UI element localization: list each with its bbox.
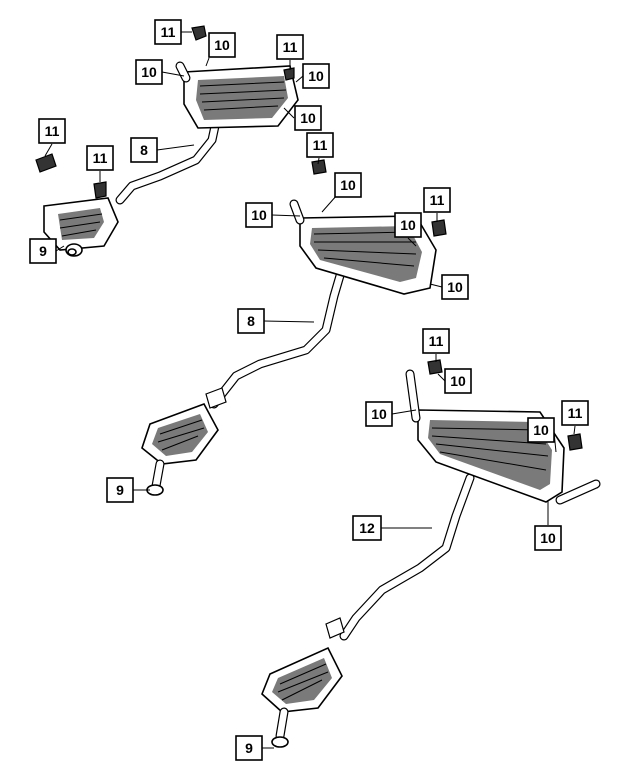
svg-text:10: 10 bbox=[214, 37, 230, 53]
svg-text:11: 11 bbox=[430, 192, 445, 208]
svg-text:10: 10 bbox=[251, 207, 267, 223]
callout-10-i: 10 bbox=[444, 368, 472, 394]
resonator-3 bbox=[261, 646, 343, 748]
svg-text:11: 11 bbox=[568, 405, 583, 421]
callout-8-b: 8 bbox=[237, 308, 265, 334]
callout-12: 12 bbox=[352, 515, 382, 541]
hangers-1 bbox=[35, 25, 327, 199]
svg-text:9: 9 bbox=[39, 243, 47, 259]
resonator-1 bbox=[43, 197, 119, 257]
svg-text:11: 11 bbox=[313, 137, 328, 153]
callout-9-a: 9 bbox=[29, 238, 57, 264]
svg-text:12: 12 bbox=[359, 520, 375, 536]
callout-11-g: 11 bbox=[422, 328, 450, 354]
svg-text:8: 8 bbox=[247, 313, 255, 329]
callout-10-g: 10 bbox=[394, 212, 422, 238]
hangers-2 bbox=[205, 219, 447, 409]
svg-text:9: 9 bbox=[116, 482, 124, 498]
callout-11-c: 11 bbox=[306, 132, 334, 158]
svg-text:10: 10 bbox=[308, 68, 324, 84]
svg-text:10: 10 bbox=[400, 217, 416, 233]
svg-text:11: 11 bbox=[283, 39, 298, 55]
callout-11-b: 11 bbox=[276, 34, 304, 60]
exhaust-assembly-2 bbox=[141, 199, 447, 496]
svg-text:10: 10 bbox=[141, 64, 157, 80]
callout-9-b: 9 bbox=[106, 477, 134, 503]
svg-text:11: 11 bbox=[429, 333, 444, 349]
svg-text:8: 8 bbox=[140, 142, 148, 158]
svg-text:10: 10 bbox=[340, 177, 356, 193]
svg-text:10: 10 bbox=[300, 110, 316, 126]
leader-lines bbox=[44, 31, 576, 749]
callout-10-j: 10 bbox=[365, 401, 393, 427]
svg-text:10: 10 bbox=[533, 422, 549, 438]
callout-10-e: 10 bbox=[334, 172, 362, 198]
callout-11-h: 11 bbox=[561, 400, 589, 426]
callout-11-a: 11 bbox=[154, 19, 182, 45]
svg-text:9: 9 bbox=[245, 740, 253, 756]
hangers-3 bbox=[325, 359, 583, 639]
callout-10-b: 10 bbox=[135, 59, 163, 85]
callout-10-c: 10 bbox=[302, 63, 330, 89]
callout-11-d: 11 bbox=[38, 118, 66, 144]
callout-10-f: 10 bbox=[245, 202, 273, 228]
callout-10-l: 10 bbox=[534, 525, 562, 551]
callout-10-a: 10 bbox=[208, 32, 236, 58]
callout-11-e: 11 bbox=[86, 145, 114, 171]
svg-text:11: 11 bbox=[161, 24, 176, 40]
svg-text:10: 10 bbox=[450, 373, 466, 389]
callout-10-d: 10 bbox=[294, 105, 322, 131]
svg-text:11: 11 bbox=[93, 150, 108, 166]
svg-text:10: 10 bbox=[540, 530, 556, 546]
callout-10-h: 10 bbox=[441, 274, 469, 300]
callout-9-c: 9 bbox=[235, 735, 263, 761]
svg-text:11: 11 bbox=[45, 123, 60, 139]
callout-11-f: 11 bbox=[423, 187, 451, 213]
svg-text:10: 10 bbox=[447, 279, 463, 295]
callout-10-k: 10 bbox=[527, 417, 555, 443]
callout-8-a: 8 bbox=[130, 137, 158, 163]
exhaust-assembly-1 bbox=[35, 25, 327, 257]
resonator-2 bbox=[141, 403, 219, 496]
muffler-1 bbox=[175, 61, 299, 129]
svg-text:10: 10 bbox=[371, 406, 387, 422]
